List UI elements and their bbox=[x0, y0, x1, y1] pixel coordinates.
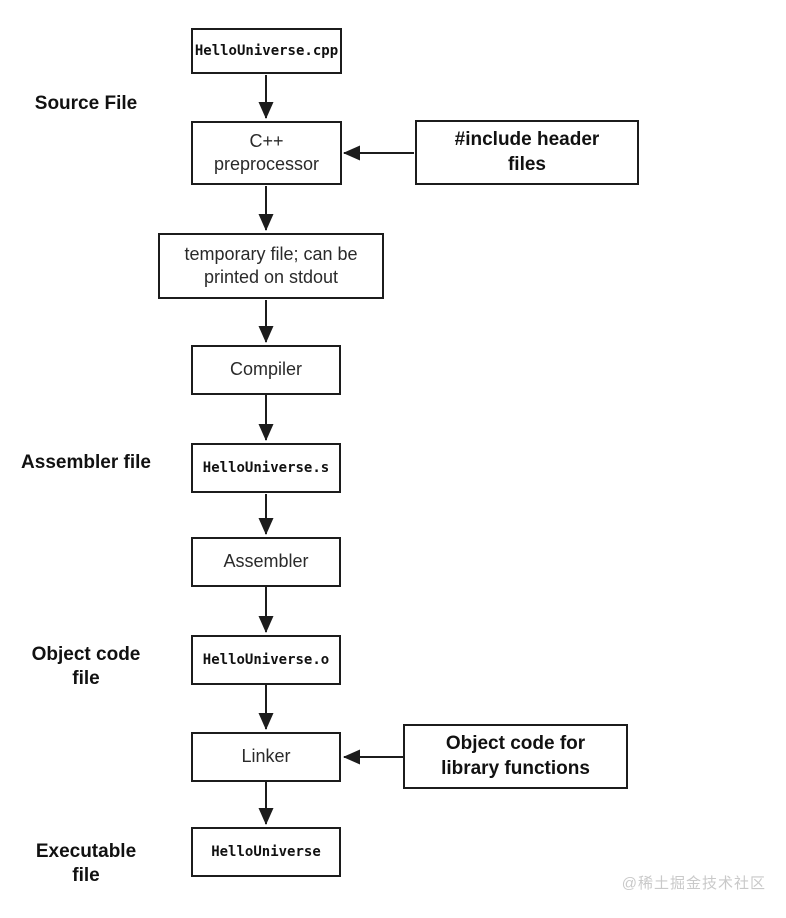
stage-label-executable-file: Executable file bbox=[35, 841, 137, 886]
node-temp-file-label: temporary file; can be printed on stdout bbox=[184, 243, 358, 287]
node-object-file-label: HelloUniverse.o bbox=[202, 651, 330, 668]
callout-library-objects: Object code for library functions bbox=[403, 724, 628, 789]
node-temp-file: temporary file; can be printed on stdout bbox=[158, 233, 384, 299]
node-linker: Linker bbox=[191, 732, 341, 782]
node-compiler: Compiler bbox=[191, 345, 341, 395]
stage-label-object-code-file: Object code file bbox=[31, 644, 141, 689]
callout-include-headers: #include header files bbox=[415, 120, 639, 185]
node-assembler: Assembler bbox=[191, 537, 341, 587]
node-source-file: HelloUniverse.cpp bbox=[191, 28, 342, 74]
node-source-file-label: HelloUniverse.cpp bbox=[194, 42, 339, 59]
node-assembler-file-label: HelloUniverse.s bbox=[202, 459, 330, 476]
node-object-file: HelloUniverse.o bbox=[191, 635, 341, 685]
node-preprocessor: C++ preprocessor bbox=[191, 121, 342, 185]
stage-label-source-file: Source File bbox=[34, 93, 138, 114]
node-assembler-label: Assembler bbox=[223, 551, 309, 572]
node-executable: HelloUniverse bbox=[191, 827, 341, 877]
node-compiler-label: Compiler bbox=[229, 359, 303, 380]
callout-library-objects-label: Object code for library functions bbox=[441, 732, 590, 779]
node-linker-label: Linker bbox=[241, 746, 291, 767]
stage-label-assembler-file: Assembler file bbox=[21, 452, 151, 473]
watermark: @稀土掘金技术社区 bbox=[621, 875, 766, 892]
callout-include-headers-label: #include header files bbox=[454, 128, 600, 175]
node-preprocessor-label: C++ preprocessor bbox=[213, 130, 320, 174]
node-assembler-file: HelloUniverse.s bbox=[191, 443, 341, 493]
node-executable-label: HelloUniverse bbox=[211, 843, 321, 860]
